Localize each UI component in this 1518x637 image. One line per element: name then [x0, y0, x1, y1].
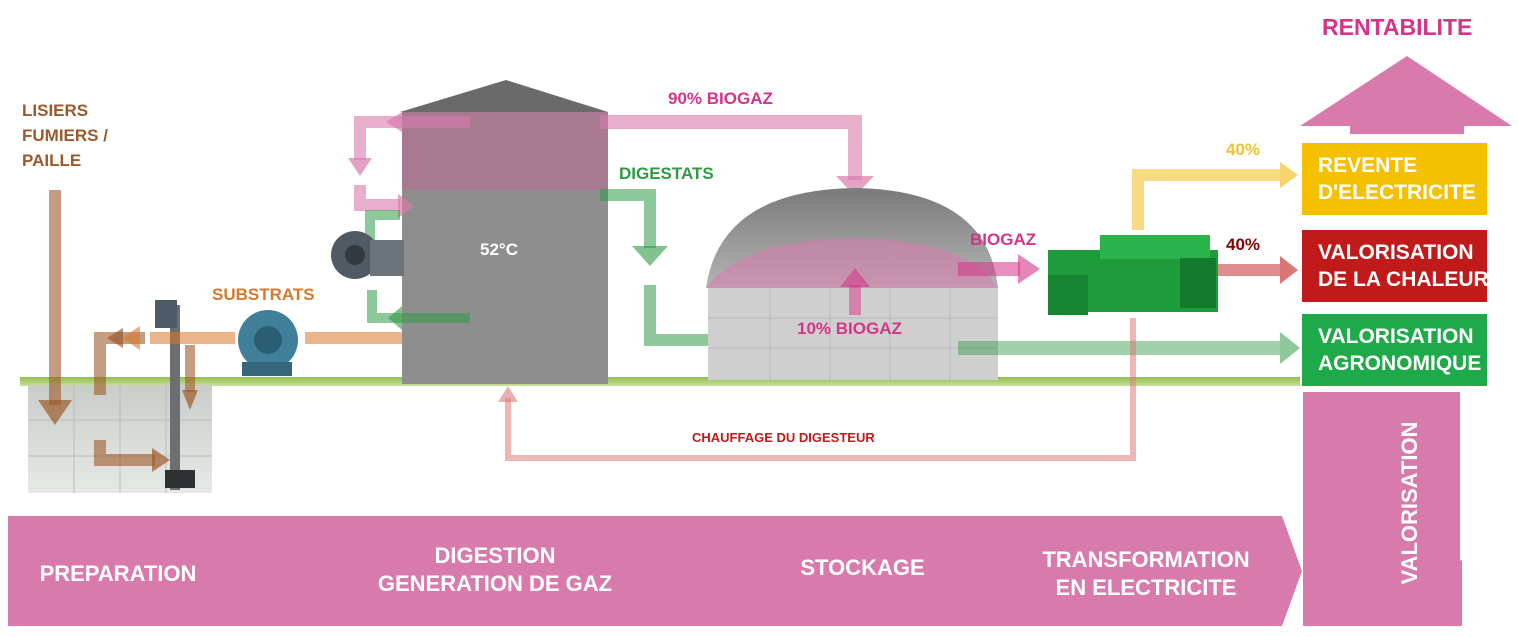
biogaz-90-arrow	[600, 115, 862, 180]
biogaz-90-label: 90% BIOGAZ	[668, 89, 773, 108]
output-label: VALORISATION DE LA CHALEUR	[1318, 241, 1489, 291]
digester-temperature: 52°C	[480, 240, 518, 259]
digestats-arrow-2	[644, 285, 722, 346]
pct-chaleur-label: 40%	[1226, 235, 1261, 254]
output-label: REVENTE D'ELECTRICITE	[1318, 154, 1476, 204]
digester-tank	[402, 190, 608, 384]
output-valorisation-agronomique: VALORISATION AGRONOMIQUE	[1302, 314, 1487, 386]
substrate-pump-icon	[238, 310, 298, 376]
heating-loop	[505, 318, 1136, 461]
pct-electricite-label: 40%	[1226, 140, 1261, 159]
chauffage-label: CHAUFFAGE DU DIGESTEUR	[692, 430, 875, 445]
electricity-arrow	[1132, 169, 1280, 230]
process-band	[8, 516, 1302, 626]
stage-transformation: TRANSFORMATION EN ELECTRICITE	[1042, 547, 1250, 600]
output-label: VALORISATION AGRONOMIQUE	[1318, 325, 1482, 375]
digestats-label: DIGESTATS	[619, 164, 714, 183]
rentabilite-arrow-head	[1300, 56, 1512, 126]
digestats-arrow-1	[600, 189, 656, 248]
substrats-label: SUBSTRATS	[212, 285, 315, 304]
storage-tank-grid	[708, 288, 998, 380]
rentabilite-label: RENTABILITE	[1322, 14, 1473, 40]
biogaz-to-generator-arrow	[958, 262, 1020, 276]
mixer-pump-icon	[155, 300, 195, 490]
valorisation-label: VALORISATION	[1397, 421, 1422, 585]
dome-biogas-membrane	[706, 238, 998, 288]
stage-digestion: DIGESTION GENERATION DE GAZ	[377, 543, 613, 596]
recirculation-pump-icon	[331, 231, 404, 279]
biogaz-10-arrow	[849, 285, 861, 315]
output-revente-electricite: REVENTE D'ELECTRICITE	[1302, 143, 1487, 215]
recirculation-pink	[354, 116, 470, 211]
lisiers-label: LISIERS FUMIERS / PAILLE	[22, 101, 108, 170]
biogaz-label: BIOGAZ	[970, 230, 1037, 249]
stage-preparation: PREPARATION	[39, 561, 197, 586]
generator-icon	[1048, 235, 1218, 315]
stage-stockage: STOCKAGE	[800, 555, 925, 580]
biogaz-10-label: 10% BIOGAZ	[797, 319, 902, 338]
heat-arrow	[1218, 264, 1280, 276]
agronomic-arrow	[958, 341, 1280, 355]
digester-roof	[400, 80, 608, 112]
ground-grass	[20, 377, 1300, 386]
output-valorisation-chaleur: VALORISATION DE LA CHALEUR	[1302, 230, 1489, 302]
